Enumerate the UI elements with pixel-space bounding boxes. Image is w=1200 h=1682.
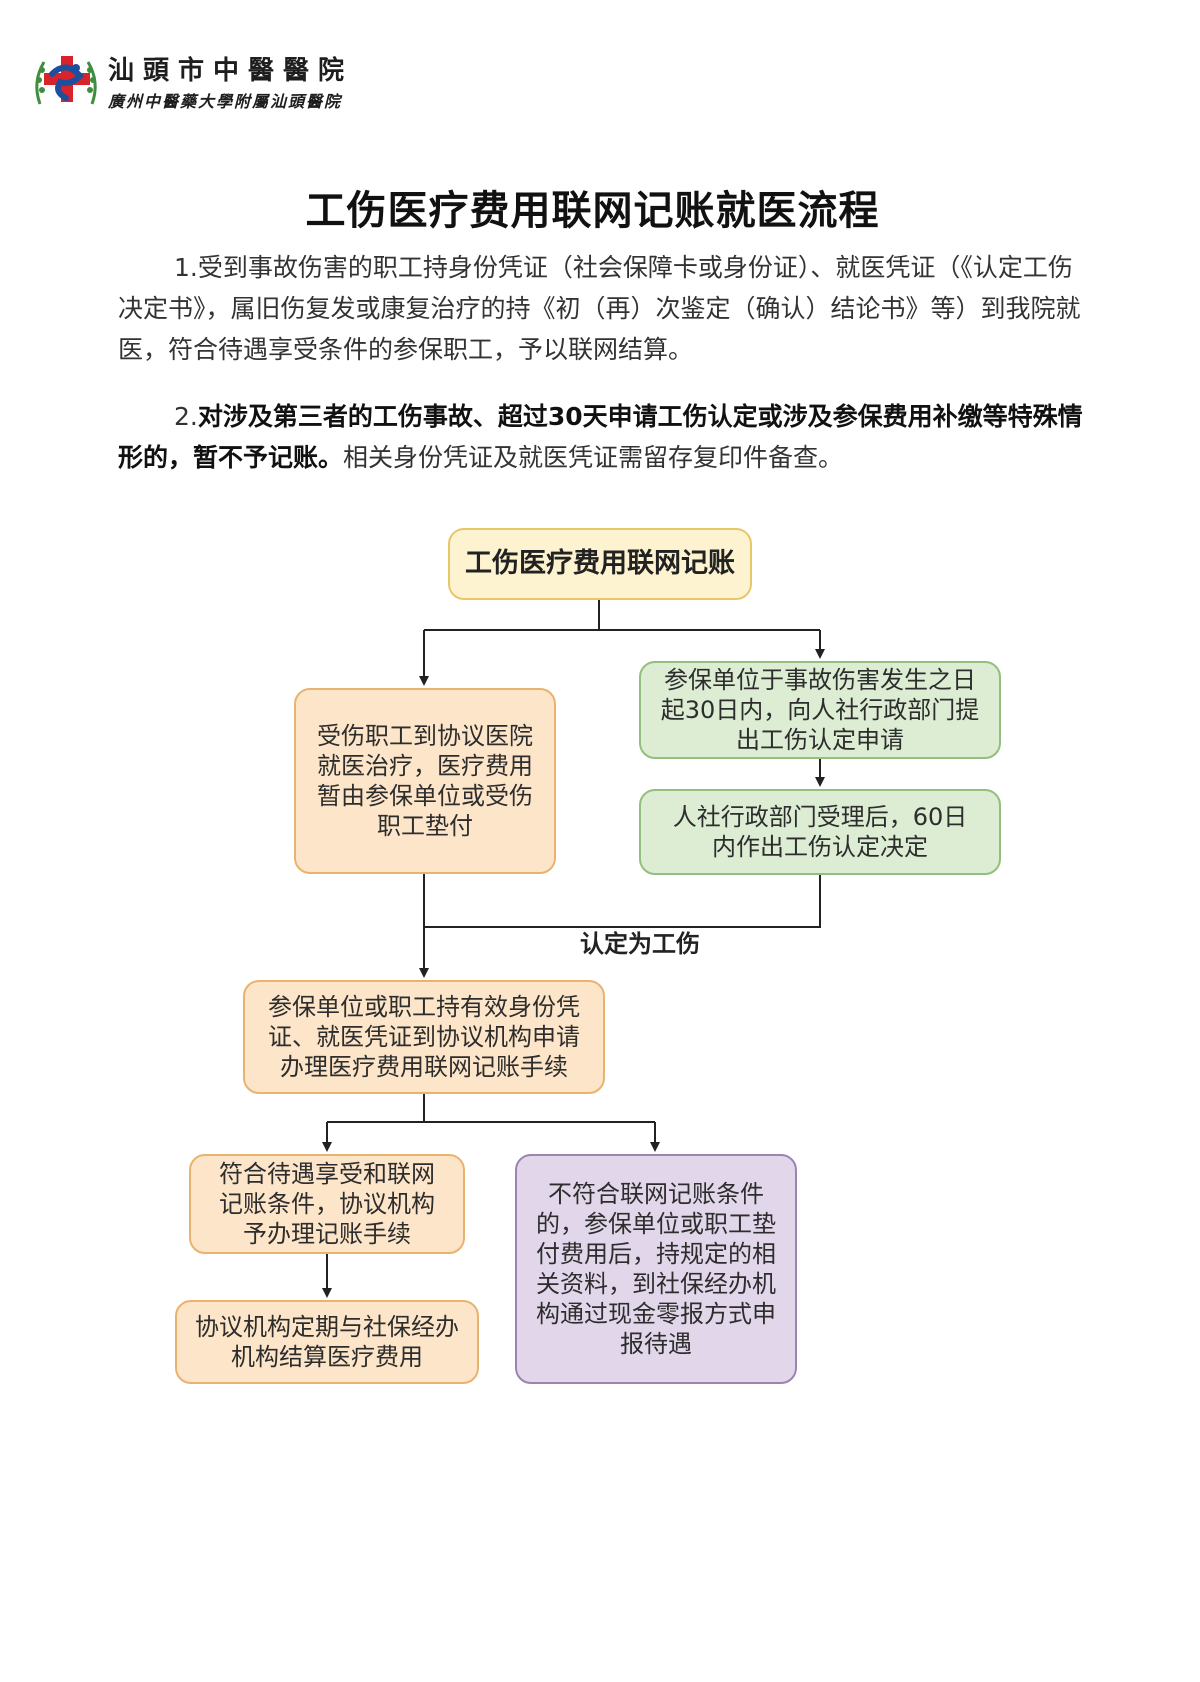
flow-node-injured-worker: 受伤职工到协议医院就医治疗，医疗费用暂由参保单位或受伤职工垫付: [294, 688, 556, 874]
flow-node-apply-recognition: 参保单位于事故伤害发生之日起30日内，向人社行政部门提出工伤认定申请: [639, 661, 1001, 759]
flow-node-not-eligible: 不符合联网记账条件的，参保单位或职工垫付费用后，持规定的相关资料，到社保经办机构…: [515, 1154, 797, 1384]
page-title: 工伤医疗费用联网记账就医流程: [305, 188, 880, 234]
paragraph-2-bold: 对涉及第三者的工伤事故、超过30天申请工伤认定或涉及参保费用补缴等特殊情形的，暂…: [118, 402, 1083, 472]
flow-node-start: 工伤医疗费用联网记账: [448, 528, 752, 600]
hospital-name: 汕頭市中醫醫院: [108, 56, 354, 86]
connector-start-split: [424, 600, 820, 631]
connector-decision-merge: [424, 875, 821, 928]
paragraph-2-number: 2.: [174, 402, 198, 431]
paragraph-2: 2.对涉及第三者的工伤事故、超过30天申请工伤认定或涉及参保费用补缴等特殊情形的…: [118, 396, 1090, 478]
paragraph-2-rest: 相关身份凭证及就医凭证需留存复印件备查。: [343, 443, 844, 472]
flow-node-settlement: 协议机构定期与社保经办机构结算医疗费用: [175, 1300, 479, 1384]
paragraph-1: 1.受到事故伤害的职工持身份凭证（社会保障卡或身份证）、就医凭证（《认定工伤决定…: [118, 253, 1081, 364]
hospital-logo: 汕頭市中醫醫院 廣州中醫藥大學附屬汕頭醫院: [30, 46, 370, 118]
hospital-subtitle: 廣州中醫藥大學附屬汕頭醫院: [108, 92, 343, 111]
connector-account-split: [327, 1094, 655, 1123]
edge-label-recognized: 认定为工伤: [580, 930, 700, 958]
hospital-emblem-icon: [35, 56, 97, 105]
flow-node-apply-account: 参保单位或职工持有效身份凭证、就医凭证到协议机构申请办理医疗费用联网记账手续: [243, 980, 605, 1094]
flow-node-recognition-decision: 人社行政部门受理后，60日内作出工伤认定决定: [639, 789, 1001, 875]
flow-node-eligible: 符合待遇享受和联网记账条件，协议机构予办理记账手续: [189, 1154, 465, 1254]
